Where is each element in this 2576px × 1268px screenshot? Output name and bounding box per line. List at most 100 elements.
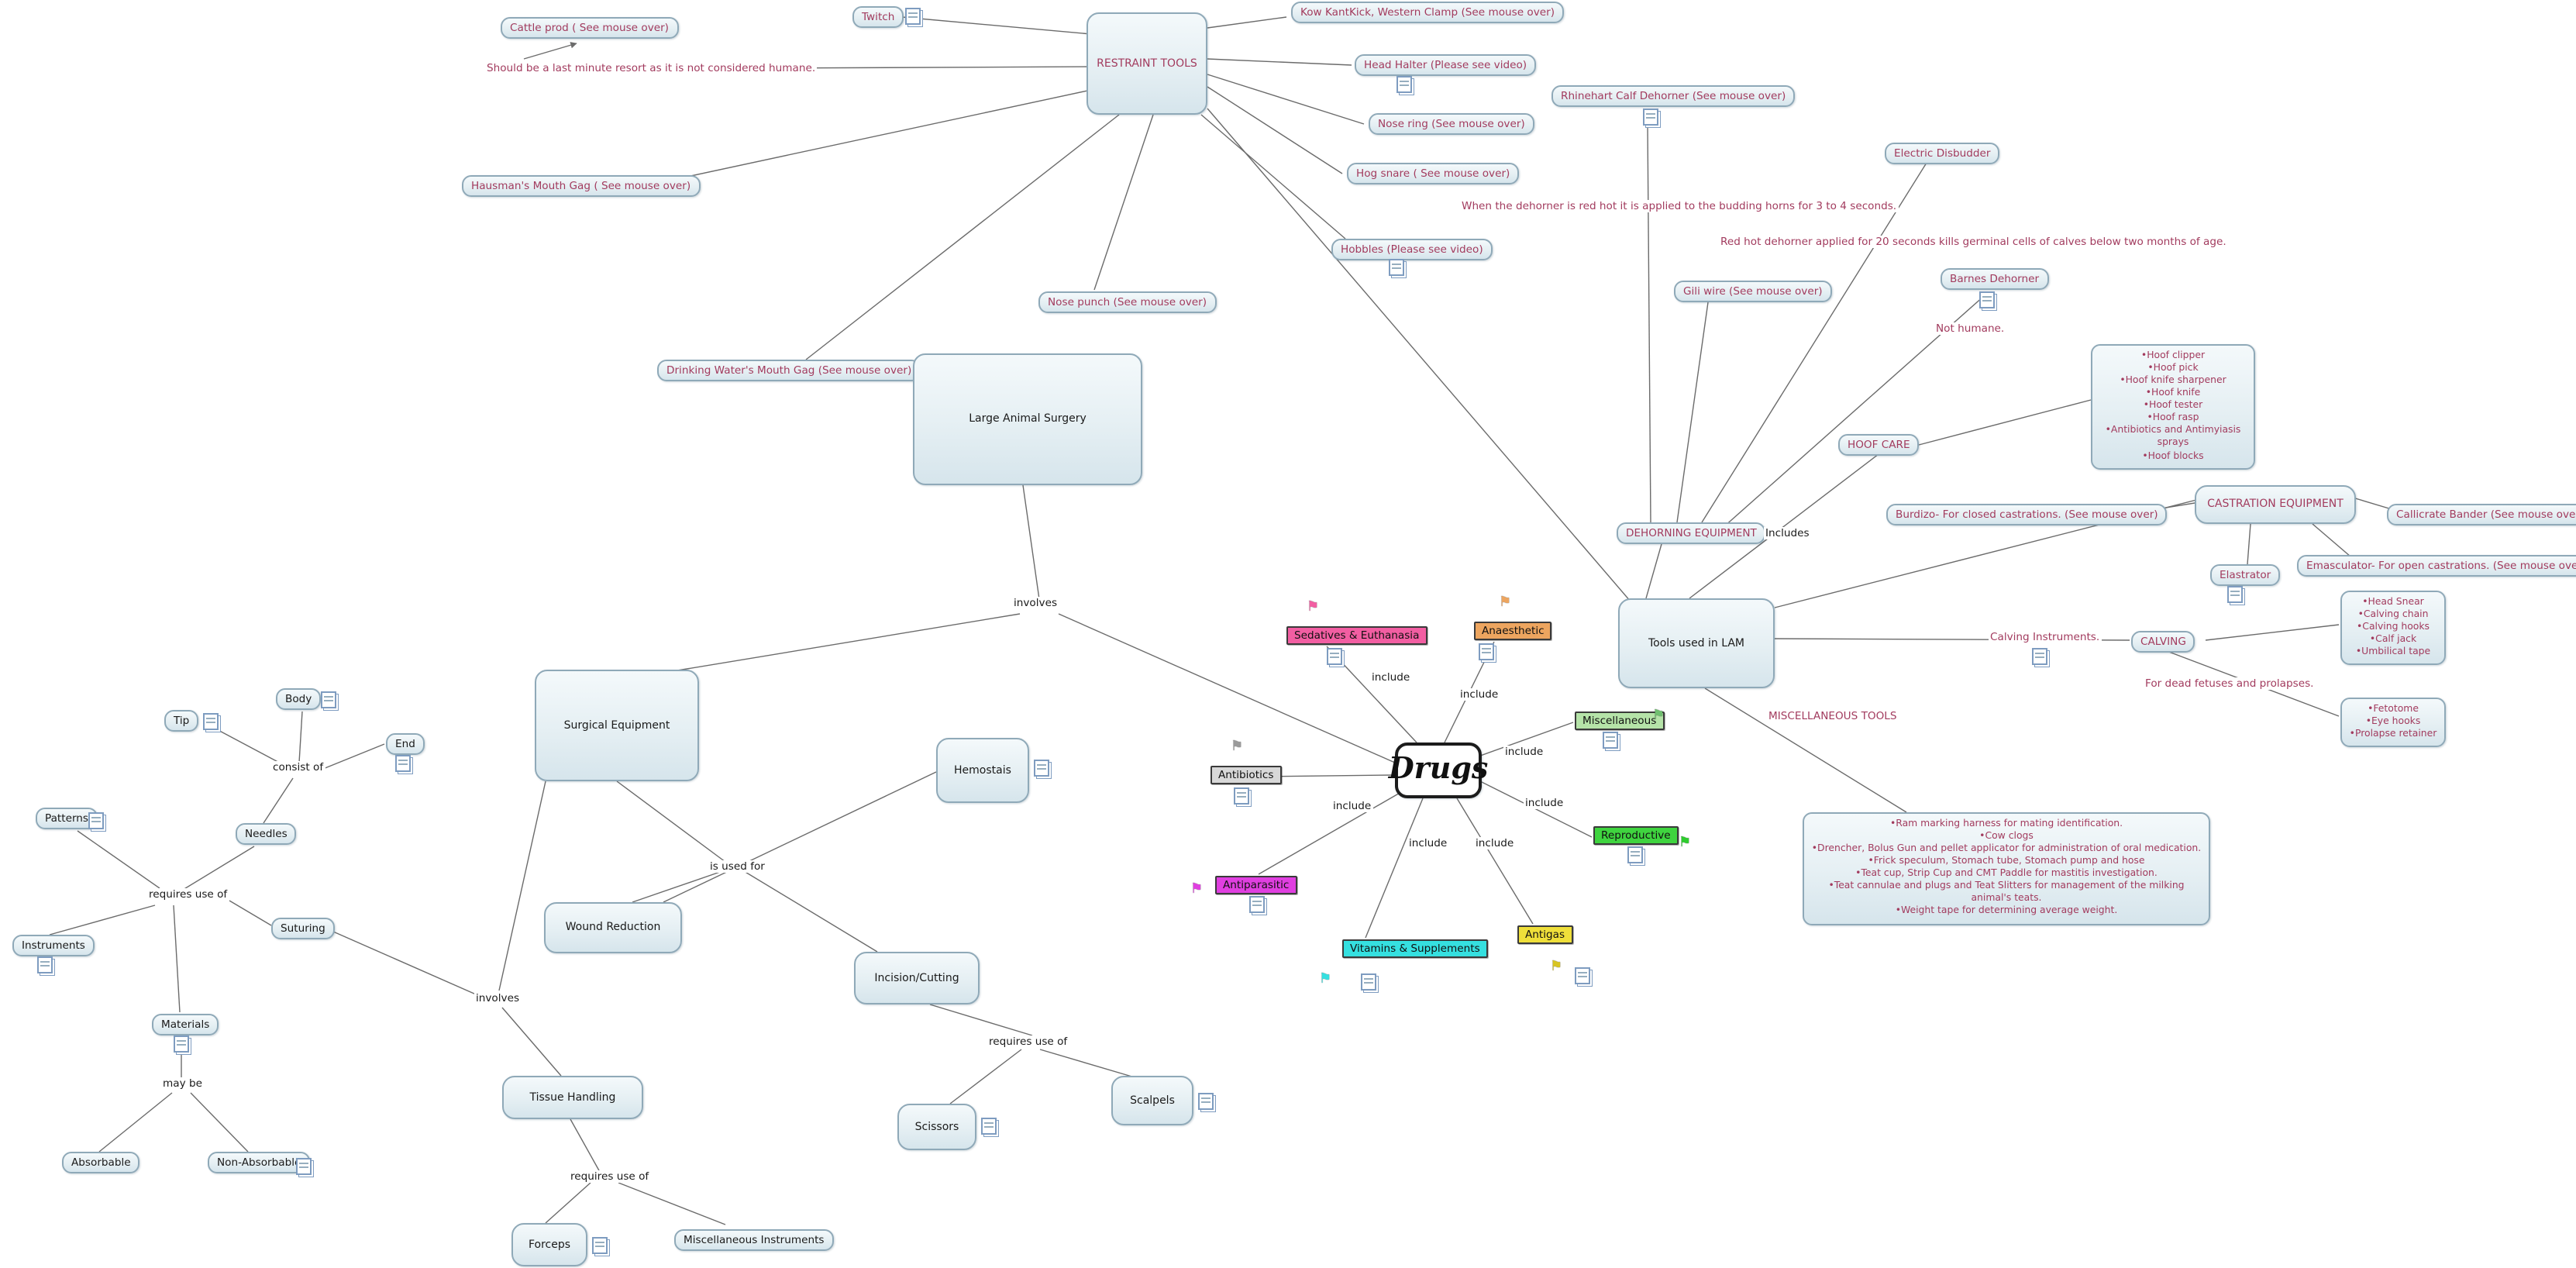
- node-reproductive[interactable]: Reproductive: [1593, 826, 1679, 845]
- calving-instruments-resource-icon[interactable]: [2032, 648, 2047, 665]
- hemostais-resource-icon[interactable]: [1034, 760, 1049, 777]
- node-electric-disbudder[interactable]: Electric Disbudder: [1885, 143, 2000, 165]
- antibiotics-flag-icon[interactable]: ⚑: [1231, 739, 1244, 755]
- node-antibiotics[interactable]: Antibiotics: [1211, 766, 1282, 784]
- node-rhinehart-dehorner[interactable]: Rhinehart Calf Dehorner (See mouse over): [1551, 85, 1796, 108]
- miscellaneous-flag-icon[interactable]: ⚑: [1652, 708, 1665, 724]
- forceps-resource-icon[interactable]: [592, 1237, 608, 1254]
- node-fetotome-list[interactable]: •Fetotome•Eye hooks•Prolapse retainer: [2340, 698, 2446, 748]
- head-halter-resource-icon[interactable]: [1396, 76, 1412, 93]
- node-patterns[interactable]: Patterns: [36, 808, 98, 830]
- anaesthetic-resource-icon[interactable]: [1479, 643, 1494, 660]
- edge-line-31: [616, 780, 726, 863]
- reproductive-flag-icon[interactable]: ⚑: [1679, 836, 1692, 851]
- body-resource-icon[interactable]: [321, 691, 336, 708]
- node-calving-list[interactable]: •Head Snear•Calving chain•Calving hooks•…: [2340, 591, 2446, 666]
- node-elastrator[interactable]: Elastrator: [2210, 564, 2281, 587]
- node-misc-tools-list[interactable]: •Ram marking harness for mating identifi…: [1803, 812, 2210, 925]
- hobbles-resource-icon[interactable]: [1389, 259, 1404, 276]
- materials-resource-icon[interactable]: [174, 1035, 189, 1053]
- end-resource-icon[interactable]: [395, 755, 411, 772]
- node-gili-wire[interactable]: Gili wire (See mouse over): [1674, 281, 1832, 303]
- node-antiparasitic[interactable]: Antiparasitic: [1215, 876, 1297, 894]
- vitamins-resource-icon[interactable]: [1361, 973, 1376, 991]
- vitamins-flag-icon[interactable]: ⚑: [1319, 972, 1332, 987]
- edge-line-58: [1473, 722, 1574, 759]
- fetotome-list-line-2: •Prolapse retainer: [2349, 729, 2437, 740]
- scissors-resource-icon[interactable]: [981, 1118, 997, 1135]
- miscellaneous-resource-icon[interactable]: [1603, 732, 1618, 749]
- node-callicrate-bander[interactable]: Callicrate Bander (See mouse over): [2387, 504, 2576, 526]
- node-hemostais[interactable]: Hemostais: [936, 738, 1029, 803]
- node-nose-punch[interactable]: Nose punch (See mouse over): [1038, 291, 1217, 314]
- node-miscellaneous-drugs[interactable]: Miscellaneous: [1575, 712, 1665, 730]
- edge-line-55: [190, 1092, 249, 1153]
- node-cattle-prod[interactable]: Cattle prod ( See mouse over): [501, 17, 678, 40]
- elastrator-resource-icon[interactable]: [2227, 586, 2243, 603]
- node-wound-reduction[interactable]: Wound Reduction: [544, 902, 682, 953]
- edge-line-52: [319, 743, 385, 771]
- node-castration-equipment[interactable]: CASTRATION EQUIPMENT: [2195, 485, 2356, 524]
- tip-resource-icon[interactable]: [203, 713, 219, 730]
- antigas-resource-icon[interactable]: [1575, 967, 1590, 984]
- node-forceps[interactable]: Forceps: [511, 1223, 587, 1266]
- sedatives-flag-icon[interactable]: ⚑: [1307, 600, 1320, 615]
- node-vitamins-supplements[interactable]: Vitamins & Supplements: [1342, 939, 1488, 958]
- node-tip[interactable]: Tip: [164, 710, 199, 732]
- node-tissue-handling[interactable]: Tissue Handling: [502, 1076, 643, 1119]
- node-tools-used-in-lam[interactable]: Tools used in LAM: [1618, 598, 1775, 688]
- node-surgical-equipment[interactable]: Surgical Equipment: [535, 670, 699, 781]
- node-incision-cutting[interactable]: Incision/Cutting: [854, 952, 980, 1004]
- node-calving[interactable]: CALVING: [2131, 631, 2195, 653]
- node-suturing[interactable]: Suturing: [271, 918, 335, 940]
- scalpels-resource-icon[interactable]: [1198, 1093, 1214, 1110]
- node-body[interactable]: Body: [276, 688, 322, 711]
- node-non-absorbable[interactable]: Non-Absorbable: [208, 1152, 311, 1174]
- node-twitch[interactable]: Twitch: [852, 6, 904, 29]
- reproductive-resource-icon[interactable]: [1627, 846, 1643, 863]
- node-emasculator[interactable]: Emasculator- For open castrations. (See …: [2297, 555, 2576, 577]
- node-materials[interactable]: Materials: [152, 1014, 219, 1036]
- node-kow-kantkick[interactable]: Kow KantKick, Western Clamp (See mouse o…: [1291, 2, 1565, 24]
- node-hobbles[interactable]: Hobbles (Please see video): [1331, 239, 1493, 261]
- node-miscellaneous-instruments[interactable]: Miscellaneous Instruments: [674, 1229, 834, 1252]
- edge-line-50: [212, 726, 286, 767]
- node-drugs[interactable]: Drugs: [1389, 743, 1488, 798]
- barnes-resource-icon[interactable]: [1979, 291, 1995, 308]
- node-hoof-care[interactable]: HOOF CARE: [1838, 434, 1920, 457]
- node-hog-snare[interactable]: Hog snare ( See mouse over): [1347, 163, 1520, 185]
- antigas-flag-icon[interactable]: ⚑: [1550, 960, 1563, 975]
- antiparasitic-flag-icon[interactable]: ⚑: [1190, 882, 1204, 898]
- edge-line-37: [949, 1049, 1022, 1104]
- node-absorbable[interactable]: Absorbable: [62, 1152, 140, 1174]
- node-sedatives-euthanasia[interactable]: Sedatives & Euthanasia: [1286, 626, 1427, 645]
- node-instruments[interactable]: Instruments: [12, 935, 95, 957]
- node-restraint-tools[interactable]: RESTRAINT TOOLS: [1087, 12, 1207, 115]
- node-scalpels[interactable]: Scalpels: [1111, 1076, 1193, 1125]
- sedatives-resource-icon[interactable]: [1327, 648, 1342, 665]
- node-barnes-dehorner[interactable]: Barnes Dehorner: [1941, 268, 2049, 291]
- antibiotics-resource-icon[interactable]: [1234, 787, 1249, 805]
- node-nose-ring[interactable]: Nose ring (See mouse over): [1369, 113, 1534, 136]
- node-scissors[interactable]: Scissors: [897, 1104, 976, 1150]
- node-needles[interactable]: Needles: [236, 823, 297, 846]
- anaesthetic-flag-icon[interactable]: ⚑: [1499, 595, 1512, 611]
- twitch-resource-icon[interactable]: [905, 8, 921, 25]
- node-drinking-waters-mouth-gag[interactable]: Drinking Water's Mouth Gag (See mouse ov…: [657, 360, 921, 382]
- node-burdizo[interactable]: Burdizo- For closed castrations. (See mo…: [1886, 504, 2168, 526]
- non-absorbable-resource-icon[interactable]: [296, 1158, 312, 1175]
- edge-line-47: [49, 904, 156, 935]
- patterns-resource-icon[interactable]: [88, 812, 104, 829]
- node-head-halter[interactable]: Head Halter (Please see video): [1355, 54, 1537, 77]
- node-hausmans-mouth-gag[interactable]: Hausman's Mouth Gag ( See mouse over): [462, 175, 701, 198]
- node-hoof-care-list[interactable]: •Hoof clipper•Hoof pick•Hoof knife sharp…: [2091, 344, 2255, 470]
- rhinehart-resource-icon[interactable]: [1643, 109, 1658, 126]
- node-anaesthetic[interactable]: Anaesthetic: [1474, 622, 1552, 640]
- antiparasitic-resource-icon[interactable]: [1249, 896, 1265, 913]
- node-large-animal-surgery[interactable]: Large Animal Surgery: [913, 353, 1142, 485]
- node-antigas[interactable]: Antigas: [1517, 925, 1573, 944]
- edge-line-40: [501, 1007, 562, 1077]
- node-dehorning-equipment[interactable]: DEHORNING EQUIPMENT: [1617, 522, 1766, 545]
- node-end[interactable]: End: [386, 733, 425, 756]
- instruments-resource-icon[interactable]: [37, 956, 53, 973]
